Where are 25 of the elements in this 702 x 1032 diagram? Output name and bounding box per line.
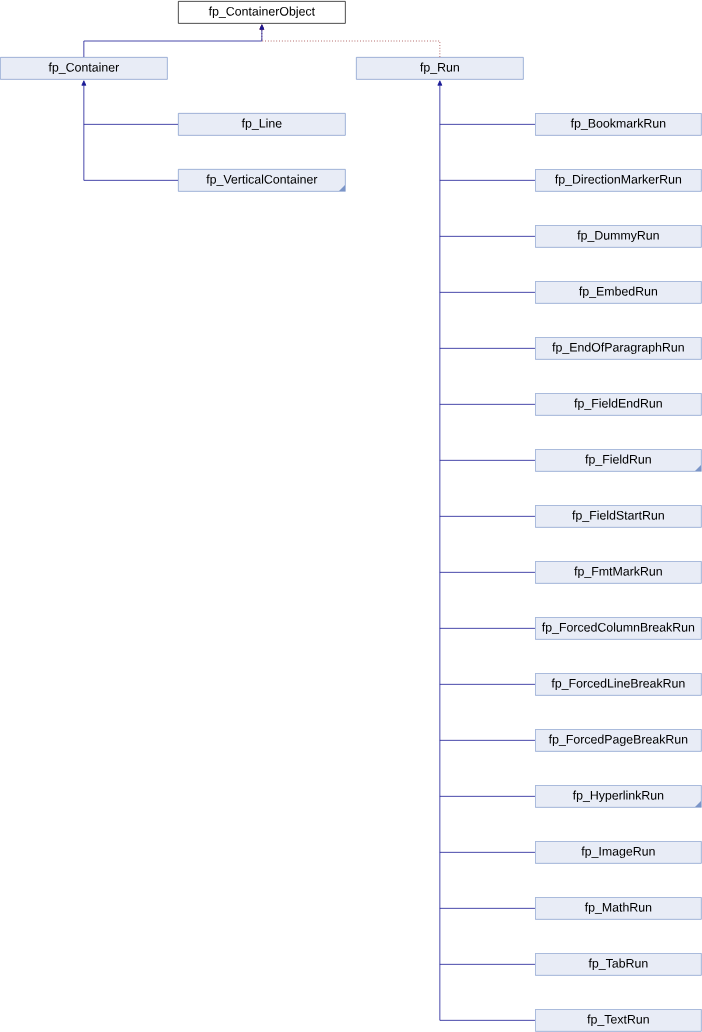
- class-box: fp_FieldEndRun: [535, 393, 702, 416]
- class-box: fp_FieldRun: [535, 449, 702, 472]
- class-box: fp_TabRun: [535, 953, 702, 976]
- class-box: fp_VerticalContainer: [178, 169, 346, 192]
- class-box: fp_MathRun: [535, 897, 702, 920]
- class-box: fp_EmbedRun: [535, 281, 702, 304]
- inheritance-arrow: [81, 80, 179, 181]
- class-box: fp_ForcedLineBreakRun: [535, 673, 702, 696]
- class-box: fp_DummyRun: [535, 225, 702, 248]
- class-box: fp_TextRun: [535, 1009, 702, 1032]
- inheritance-arrow: [83, 24, 265, 58]
- class-box: fp_Run: [356, 57, 524, 80]
- class-box: fp_ForcedColumnBreakRun: [535, 617, 702, 640]
- class-box: fp_BookmarkRun: [535, 113, 702, 136]
- class-box: fp_HyperlinkRun: [535, 785, 702, 808]
- class-box: fp_Line: [178, 113, 346, 136]
- class-box: fp_Container: [0, 57, 168, 80]
- class-box: fp_ImageRun: [535, 841, 702, 864]
- class-box: fp_DirectionMarkerRun: [535, 169, 702, 192]
- class-box: fp_EndOfParagraphRun: [535, 337, 702, 360]
- inheritance-arrow: [437, 80, 536, 1021]
- class-box: fp_ContainerObject: [178, 1, 346, 24]
- class-box: fp_FmtMarkRun: [535, 561, 702, 584]
- class-box: fp_ForcedPageBreakRun: [535, 729, 702, 752]
- class-box: fp_FieldStartRun: [535, 505, 702, 528]
